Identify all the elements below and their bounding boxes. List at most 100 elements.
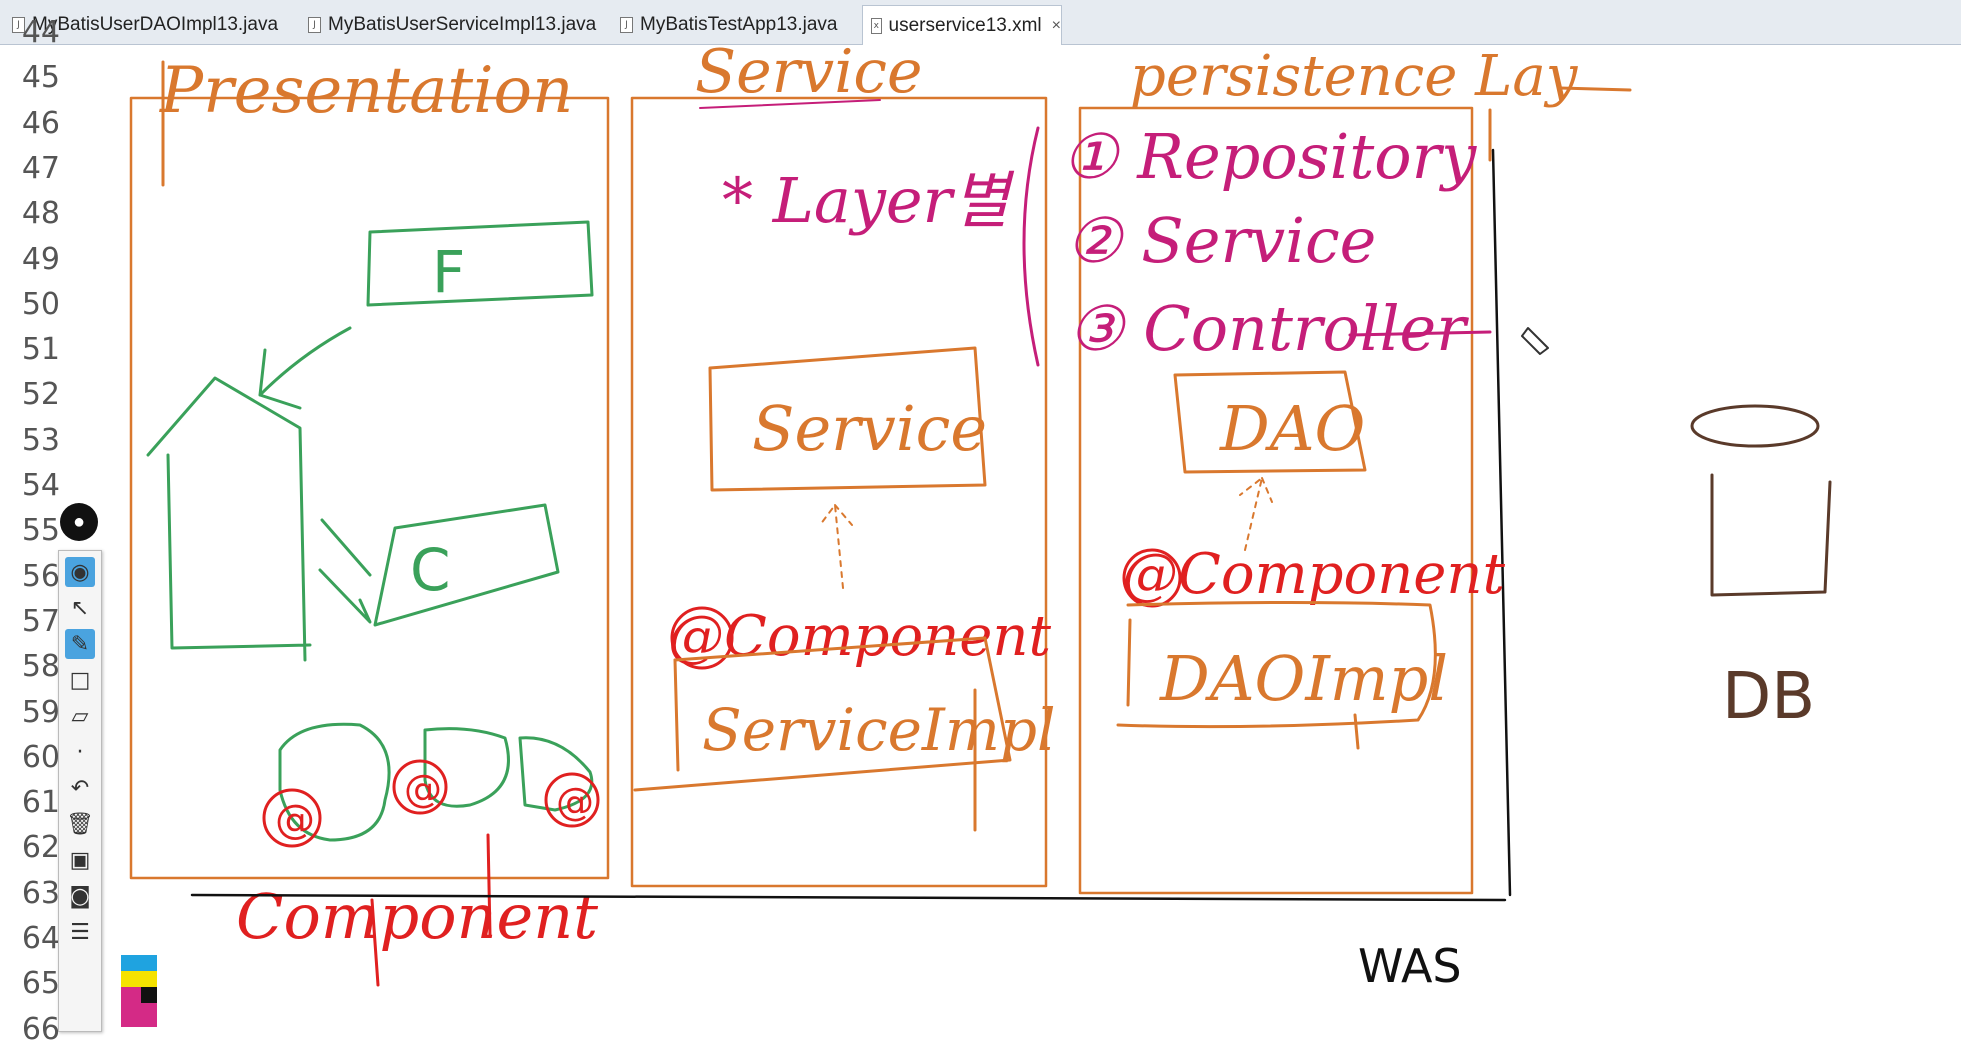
item-controller: ③ Controller — [1068, 292, 1469, 365]
tab-mybatisuserserviceimpl13[interactable]: J MyBatisUserServiceImpl13.java — [300, 6, 610, 43]
tab-label: MyBatisUserDAOImpl13.java — [32, 13, 279, 35]
clipboard-icon[interactable]: ☰ — [70, 919, 90, 945]
line-number: 48 — [21, 196, 60, 232]
rectangle-icon[interactable]: □ — [69, 667, 91, 693]
service-layer-box — [630, 96, 1048, 888]
line-number: 49 — [21, 241, 60, 277]
db-cylinder-top — [1690, 404, 1820, 448]
color-swatch-black[interactable] — [141, 987, 157, 1003]
tab-label: MyBatisUserServiceImpl13.java — [328, 13, 597, 35]
db-cylinder-body — [1710, 473, 1832, 597]
line-number: 55 — [21, 513, 60, 549]
eraser-icon[interactable]: ▱ — [71, 703, 89, 729]
bracket-stroke — [1022, 126, 1040, 367]
blob-3 — [518, 736, 594, 812]
presentation-layer-box — [129, 96, 610, 880]
at-symbol-2: @ — [404, 767, 442, 811]
persistence-stroke — [1488, 86, 1632, 162]
line-number: 66 — [21, 1011, 60, 1047]
line-number: 64 — [21, 921, 60, 956]
line-number: 56 — [21, 558, 60, 594]
daoimpl-strokes — [1126, 618, 1360, 750]
was-label: WAS — [1358, 939, 1462, 993]
tab-mybatistestapp13[interactable]: J MyBatisTestApp13.java — [612, 6, 856, 43]
line-number: 53 — [21, 422, 60, 458]
eye-icon[interactable]: ◉ — [65, 557, 95, 587]
line-number: 59 — [21, 694, 60, 730]
line-number: 46 — [21, 105, 60, 141]
dao-label: DAO — [1219, 392, 1365, 465]
db-label: DB — [1722, 660, 1815, 734]
item-repository: ① Repository — [1062, 120, 1477, 193]
line-number: 52 — [21, 377, 60, 413]
blob-1 — [278, 722, 391, 842]
line-number: 62 — [21, 830, 60, 866]
was-baseline — [190, 893, 1507, 902]
line-number: 57 — [21, 603, 60, 639]
dao-box — [1173, 370, 1367, 474]
c-label: C — [410, 536, 451, 604]
undo-icon[interactable]: ↶ — [70, 775, 90, 801]
arrow-to-controller — [318, 518, 372, 624]
java-file-icon: J — [308, 16, 321, 33]
was-vertical-line — [1491, 148, 1512, 897]
service-layer-label: Service — [695, 37, 923, 107]
line-number: 50 — [21, 286, 60, 322]
pin-icon[interactable]: ● — [60, 503, 98, 541]
service-underline — [699, 99, 881, 109]
at-circle-1 — [262, 788, 322, 848]
service-box — [708, 346, 987, 492]
editor-tab-bar: J MyBatisUserDAOImpl13.java J MyBatisUse… — [0, 0, 1961, 45]
persistence-layer-label: persistence Lay — [1130, 44, 1579, 109]
screen-icon[interactable]: ▣ — [69, 847, 91, 873]
tab-label: MyBatisTestApp13.java — [640, 13, 838, 35]
line-number: 47 — [21, 150, 60, 186]
item-service: ② Service — [1066, 204, 1376, 277]
pointer-icon[interactable]: ↖ — [70, 595, 90, 621]
line-number: 54 — [21, 468, 60, 503]
close-icon[interactable]: × — [1051, 16, 1061, 34]
pen-cursor-icon — [1521, 327, 1549, 355]
line-number: 45 — [21, 60, 60, 96]
trash-icon[interactable]: 🗑 — [66, 811, 94, 837]
line-number: 63 — [21, 875, 60, 911]
persistence-layer-box — [1078, 106, 1474, 895]
at-circle-2 — [392, 759, 448, 815]
line-number: 58 — [21, 649, 60, 685]
tab-userservice13-xml[interactable]: x userservice13.xml × — [862, 5, 1062, 45]
java-file-icon: J — [620, 16, 633, 33]
controller-box — [373, 503, 560, 627]
component-mid-label: @Component — [668, 604, 1052, 669]
controller-underline — [1348, 330, 1492, 337]
line-number: 60 — [21, 739, 60, 775]
at-circle-persistence — [1122, 548, 1182, 608]
daoimpl-label: DAOImpl — [1159, 642, 1448, 715]
dot-icon[interactable]: · — [76, 739, 84, 765]
tab-mybatisuserdaoimpl13[interactable]: J MyBatisUserDAOImpl13.java — [4, 6, 294, 43]
blob-2 — [423, 727, 510, 808]
pen-icon[interactable]: ✎ — [65, 629, 95, 659]
service-inherit-arrow — [819, 504, 853, 589]
layer-note: * Layer별 — [722, 164, 1014, 237]
daoimpl-box — [1116, 601, 1437, 729]
color-swatch-magenta[interactable] — [121, 987, 157, 1027]
component-right-label: @Component — [1122, 542, 1506, 607]
at-circle-3 — [544, 772, 600, 828]
at-symbol-1: @ — [275, 797, 315, 843]
tab-label: userservice13.xml — [888, 14, 1042, 36]
component-left-strokes — [370, 833, 492, 987]
service-box-label: Service — [752, 392, 987, 465]
color-swatch-yellow[interactable] — [121, 971, 157, 987]
line-number: 65 — [21, 966, 60, 1002]
serviceimpl-strokes — [673, 658, 977, 832]
line-number: 51 — [21, 332, 60, 368]
camera-icon[interactable]: ◙ — [69, 883, 91, 909]
color-swatch-blue[interactable] — [121, 955, 157, 971]
presentation-label: Presentation — [159, 54, 573, 128]
drawing-toolbar: ◉ ↖ ✎ □ ▱ · ↶ 🗑 ▣ ◙ ☰ — [58, 550, 157, 1032]
front-controller-box — [366, 220, 594, 307]
house-shape — [146, 376, 312, 662]
dao-inherit-arrow — [1239, 477, 1273, 551]
